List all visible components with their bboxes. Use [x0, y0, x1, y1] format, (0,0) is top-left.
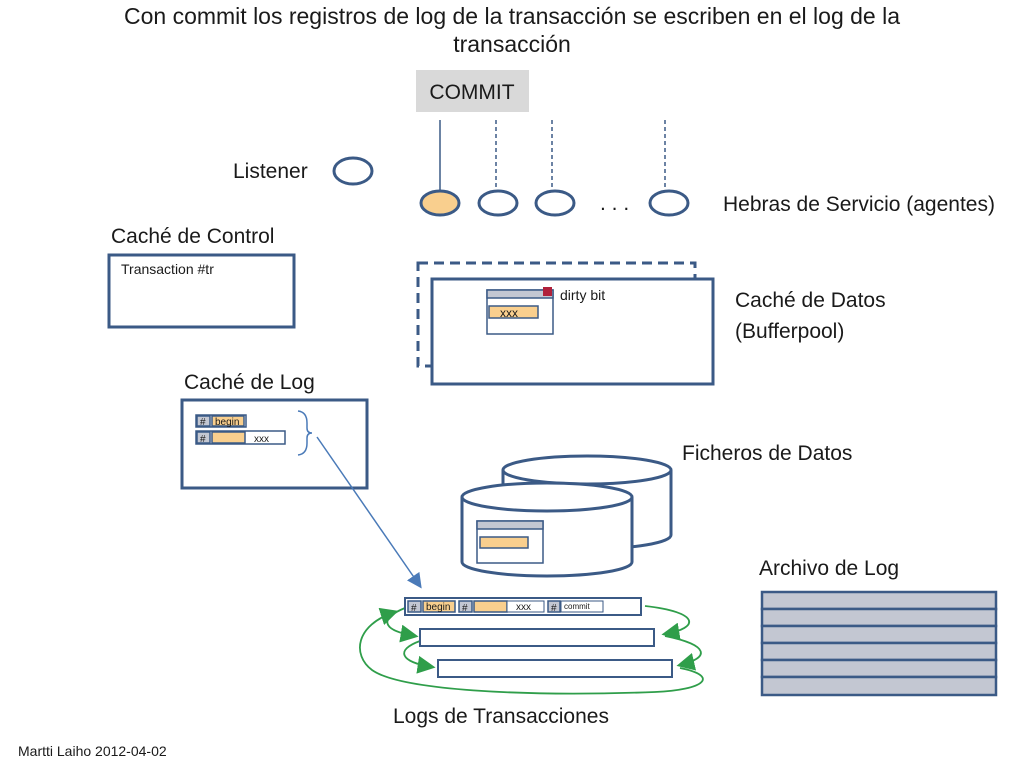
- data-cache-label-1: Caché de Datos: [735, 289, 886, 312]
- log-file-3: [437, 659, 673, 678]
- thread-ellipse: [534, 189, 576, 217]
- control-cache-label: Caché de Control: [111, 225, 274, 248]
- log-commit-cell: [560, 600, 604, 613]
- hash-text: #: [200, 434, 206, 445]
- service-threads-label: Hebras de Servicio (agentes): [723, 193, 995, 216]
- xxx-text: xxx: [516, 602, 531, 613]
- transaction-text: Transaction #tr: [121, 261, 214, 277]
- log-archive-stack: [760, 590, 998, 697]
- log-data-cell: [211, 431, 246, 444]
- hash-text: #: [411, 603, 417, 614]
- title-line-2: transacción: [453, 31, 571, 57]
- data-files-label: Ficheros de Datos: [682, 442, 852, 465]
- data-cache-box: [430, 277, 715, 386]
- log-hash-cell: [196, 431, 211, 444]
- log-archive-label: Archivo de Log: [759, 557, 899, 580]
- thread-connectors: [439, 120, 666, 190]
- begin-text: begin: [215, 417, 239, 428]
- xxx-text: xxx: [254, 434, 269, 445]
- data-record-xxx: xxx: [500, 306, 518, 320]
- commit-small-text: commit: [564, 602, 591, 611]
- listener-ellipse: [332, 156, 374, 186]
- log-hash-cell: [196, 415, 211, 427]
- file-page-header: [476, 520, 544, 530]
- transaction-logs: # begin # xxx # commit: [359, 597, 704, 695]
- listener-label: Listener: [233, 160, 308, 183]
- log-cache-label: Caché de Log: [184, 371, 315, 394]
- begin-text: begin: [426, 602, 450, 613]
- flush-arrow: [316, 436, 422, 589]
- log-hash-cell: [458, 600, 473, 613]
- dirty-bit-label: dirty bit: [560, 287, 605, 303]
- log-cache-records: # begin # xxx: [195, 414, 286, 445]
- service-threads: . . .: [419, 189, 690, 217]
- log-file-2: [419, 628, 655, 647]
- data-page-header: [486, 289, 554, 299]
- commit-box: COMMIT: [416, 70, 529, 112]
- commit-label: COMMIT: [429, 81, 514, 104]
- log-hash-cell: [407, 600, 422, 613]
- log-hash-cell: [547, 600, 561, 613]
- footer-author: Martti Laiho 2012-04-02: [18, 743, 167, 759]
- ellipsis-text: . . .: [600, 192, 629, 215]
- hash-text: #: [551, 603, 557, 614]
- control-cache-box: [107, 253, 296, 329]
- data-record: [488, 305, 539, 319]
- log-xxx-cell: [506, 600, 545, 613]
- thread-ellipse: [477, 189, 519, 217]
- log-begin-cell: [422, 600, 456, 613]
- hash-text: #: [200, 417, 206, 428]
- file-record: [479, 536, 529, 549]
- title-line-1: Con commit los registros de log de la tr…: [124, 3, 900, 29]
- dirty-bit-marker: [543, 287, 552, 296]
- log-data-cell: [473, 600, 508, 613]
- data-cache: xxx dirty bit: [416, 261, 715, 386]
- data-files: [460, 454, 673, 578]
- data-cache-label-2: (Bufferpool): [735, 320, 844, 343]
- log-begin-cell: [211, 415, 245, 427]
- log-brace: [297, 410, 313, 456]
- active-thread-ellipse: [419, 189, 461, 217]
- transaction-logs-label: Logs de Transacciones: [393, 705, 609, 728]
- thread-ellipse: [648, 189, 690, 217]
- hash-text: #: [462, 603, 468, 614]
